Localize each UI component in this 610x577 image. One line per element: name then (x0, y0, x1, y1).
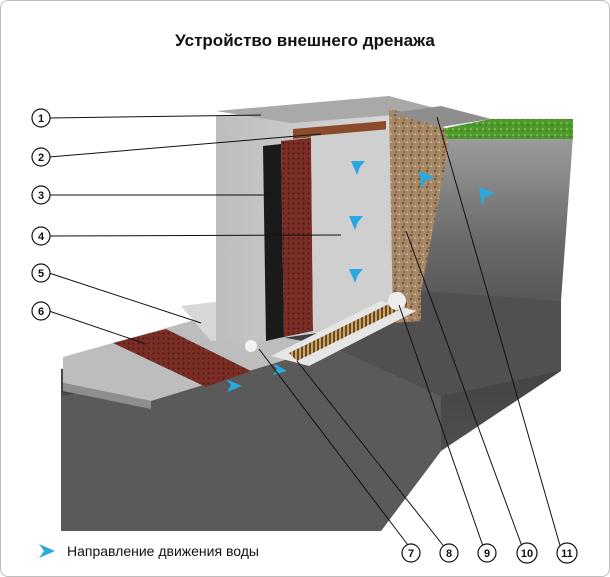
callout-markers: 1 2 3 4 5 6 7 8 9 10 11 (31, 108, 578, 564)
svg-text:11: 11 (561, 548, 573, 560)
drain-well (245, 340, 257, 352)
callout-3: 3 (31, 185, 51, 205)
callout-2: 2 (31, 147, 51, 167)
svg-text:4: 4 (38, 231, 45, 243)
svg-text:5: 5 (38, 268, 44, 280)
svg-text:2: 2 (38, 152, 44, 164)
svg-text:6: 6 (38, 306, 44, 318)
water-arrows (226, 161, 495, 392)
svg-text:7: 7 (408, 548, 414, 560)
grass-layer (441, 119, 573, 139)
legend-label: Направление движения воды (67, 543, 259, 559)
water-arrow-icon (349, 216, 363, 230)
callout-4: 4 (31, 226, 51, 246)
profiled-membrane (281, 138, 313, 337)
floor-insulation (113, 329, 251, 387)
blind-area-slab (391, 106, 491, 127)
callout-9: 9 (477, 543, 497, 563)
water-arrow-icon (226, 379, 242, 392)
callout-leaders (48, 114, 562, 550)
geotextile-wrap (388, 292, 406, 310)
callout-8: 8 (439, 543, 459, 563)
callout-5: 5 (31, 263, 51, 283)
soil-block (421, 136, 573, 346)
gravel-backfill (389, 109, 449, 323)
foundation-wall-top (216, 96, 446, 123)
drain-pipe (289, 297, 409, 361)
svg-text:1: 1 (38, 113, 44, 125)
water-arrow-icon (419, 171, 435, 190)
protective-sheet (311, 129, 393, 331)
svg-text:8: 8 (446, 548, 452, 560)
water-arrow-icon (479, 187, 495, 206)
svg-text:3: 3 (38, 190, 44, 202)
legend: Направление движения воды (37, 543, 259, 559)
water-arrow-icon (351, 161, 365, 175)
callout-7: 7 (401, 543, 421, 563)
callout-10: 10 (516, 542, 538, 564)
callout-6: 6 (31, 301, 51, 321)
svg-text:9: 9 (484, 548, 490, 560)
svg-text:10: 10 (521, 548, 533, 560)
waterproofing-layer (263, 144, 284, 341)
water-flow-arrow-icon (39, 544, 55, 558)
floor-slab-edge (63, 383, 151, 409)
callout-11: 11 (556, 542, 578, 564)
diagram-title: Устройство внешнего дренажа (175, 31, 435, 50)
callout-1: 1 (31, 108, 51, 128)
water-arrow-icon (349, 269, 363, 283)
